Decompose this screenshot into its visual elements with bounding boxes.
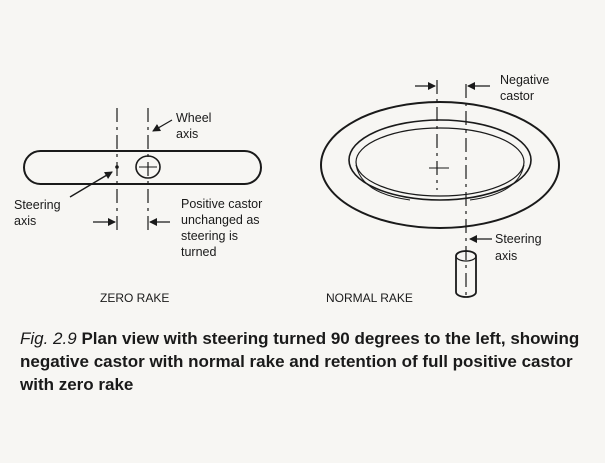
normal-rake-rim-outer [348, 119, 532, 201]
steering-axis-left-leader [69, 171, 113, 198]
normal-rake-rim-inner [355, 127, 525, 197]
positive-castor-label-line1: Positive castor [181, 197, 262, 211]
caption-text: Plan view with steering turned 90 degree… [20, 329, 580, 394]
normal-rake-rim-depth-left [355, 164, 411, 201]
zero-rake-diagram: Wheel axis Steering axis Positive castor… [14, 108, 262, 305]
normal-rake-tyre-outer [320, 101, 560, 229]
steering-axis-left-label-line2: axis [14, 214, 36, 228]
figure-number: Fig. 2.9 [20, 329, 77, 348]
normal-rake-subtitle: NORMAL RAKE [326, 291, 413, 305]
negative-castor-label-line2: castor [500, 89, 534, 103]
zero-rake-subtitle: ZERO RAKE [100, 291, 169, 305]
positive-castor-label-line4: turned [181, 245, 216, 259]
wheel-axis-label-line1: Wheel [176, 111, 211, 125]
steering-axis-right-label-line2: axis [495, 249, 517, 263]
positive-castor-label-line3: steering is [181, 229, 238, 243]
normal-rake-rim-depth-right [469, 164, 525, 201]
normal-rake-steering-pin-top [455, 250, 477, 262]
steering-axis-left-label-line1: Steering [14, 198, 61, 212]
castor-diagram: Wheel axis Steering axis Positive castor… [14, 73, 560, 305]
zero-rake-wheel-outline [23, 150, 262, 185]
negative-castor-label-line1: Negative [500, 73, 549, 87]
figure-caption: Fig. 2.9 Plan view with steering turned … [20, 327, 590, 396]
normal-rake-diagram: Negative castor Steering axis NORMAL RAK… [320, 73, 560, 305]
steering-axis-right-label-line1: Steering [495, 232, 542, 246]
wheel-axis-label-line2: axis [176, 127, 198, 141]
wheel-axis-leader [152, 119, 173, 132]
positive-castor-label-line2: unchanged as [181, 213, 260, 227]
